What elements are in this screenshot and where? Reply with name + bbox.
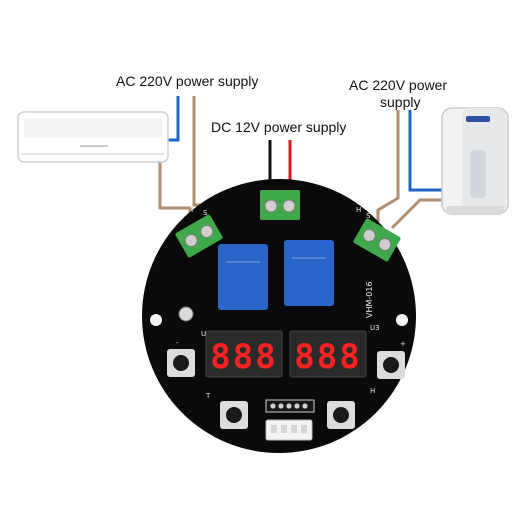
display-right-frame — [289, 330, 367, 378]
display-right-label: U3 — [370, 324, 380, 332]
button-mark-plus: + — [400, 340, 406, 348]
button-right-lower-cap[interactable] — [333, 407, 349, 423]
jst-slot-1 — [271, 425, 277, 433]
button-left-lower-cap[interactable] — [226, 407, 242, 423]
dc-terminal-block — [260, 190, 300, 220]
humidifier-badge — [466, 116, 490, 122]
button-right-upper-cap[interactable] — [383, 357, 399, 373]
led-indicator — [178, 306, 194, 322]
jst-slot-3 — [291, 425, 297, 433]
display-left-digits: 888 — [210, 337, 277, 377]
jst-connector — [265, 419, 313, 441]
right-terminal-body — [353, 218, 401, 262]
dc-terminal-body — [260, 190, 300, 220]
air-conditioner-illustration — [17, 111, 169, 163]
right-supply-label-line2: supply — [380, 94, 420, 110]
header-pins — [265, 399, 315, 413]
display-right-digits: 888 — [294, 337, 361, 377]
button-mark-minus: - — [176, 339, 179, 347]
button-mark-t: T — [205, 392, 211, 400]
relay-left — [218, 244, 268, 310]
humidifier-window — [470, 150, 486, 198]
left-terminal-mark-t: T — [189, 206, 195, 214]
left-terminal-mark-s: S — [203, 209, 208, 217]
mount-hole-right — [396, 314, 408, 326]
humidifier-illustration — [441, 107, 509, 215]
right-screw-1 — [362, 229, 376, 242]
mount-hole-left — [150, 314, 162, 326]
relay-right — [284, 240, 334, 306]
middle-supply-label: DC 12V power supply — [211, 119, 346, 135]
dc-screw-2 — [282, 199, 296, 213]
left-supply-label: AC 220V power supply — [116, 73, 258, 89]
left-screw-1 — [184, 234, 198, 247]
jst-body — [265, 419, 313, 441]
humidifier-base — [446, 206, 504, 214]
right-terminal-mark-h: H — [356, 206, 361, 214]
right-tan-wire-b — [390, 198, 442, 230]
button-mark-h: H — [370, 387, 375, 395]
left-blue-wire — [166, 96, 180, 142]
pcb-disc — [142, 179, 416, 453]
header-pin-2 — [278, 403, 284, 409]
button-right-lower[interactable] — [327, 401, 355, 429]
button-left-upper-cap[interactable] — [173, 355, 189, 371]
right-terminal-block — [353, 218, 401, 262]
left-terminal-block — [175, 214, 223, 258]
button-right-upper[interactable] — [377, 351, 405, 379]
left-screw-2 — [200, 225, 214, 238]
header-pin-1 — [270, 403, 276, 409]
button-left-lower[interactable] — [220, 401, 248, 429]
right-tan-wire-a — [376, 110, 400, 222]
model-label: VHM-016 — [365, 281, 374, 318]
dc-screw-1 — [264, 199, 278, 213]
display-left-frame — [205, 330, 283, 378]
right-supply-label-line1: AC 220V power — [349, 77, 447, 93]
header-pin-5 — [302, 403, 308, 409]
header-pin-3 — [286, 403, 292, 409]
display-right: 888 — [289, 330, 367, 378]
controller-board: S T H S VHM-016 U1 U3 888 888 — [142, 179, 416, 453]
ac-top-panel — [24, 118, 162, 138]
jst-slot-2 — [281, 425, 287, 433]
left-terminal-body — [175, 214, 223, 258]
header-pin-4 — [294, 403, 300, 409]
right-terminal-mark-s: S — [366, 212, 371, 220]
jst-slot-4 — [301, 425, 307, 433]
display-left: 888 — [205, 330, 283, 378]
button-left-upper[interactable] — [167, 349, 195, 377]
right-screw-2 — [378, 238, 392, 251]
right-blue-wire — [408, 110, 442, 192]
